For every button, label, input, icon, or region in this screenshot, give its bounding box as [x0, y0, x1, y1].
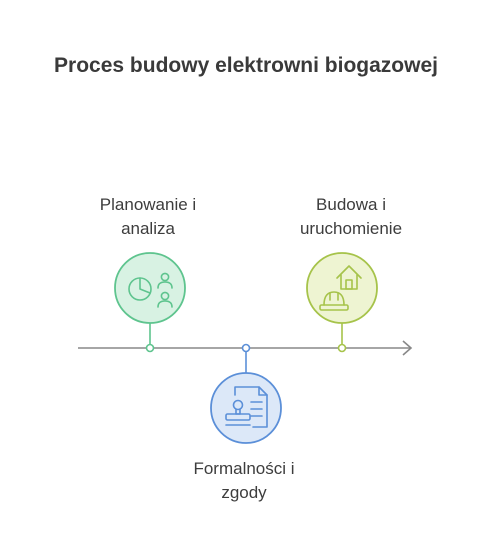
step-planning: [114, 252, 186, 353]
step-formalities: [210, 343, 282, 444]
step-construction-label-line1: Budowa i: [316, 195, 386, 214]
step-formalities-circle: [210, 372, 282, 444]
step-construction-node: [337, 343, 347, 353]
step-construction-label-line2: uruchomienie: [299, 219, 403, 238]
step-formalities-label-line1: Formalności i: [193, 459, 295, 478]
timeline-arrowhead: [402, 340, 413, 356]
step-formalities-label-line2: zgody: [221, 483, 267, 502]
chart-people-icon: [128, 272, 173, 308]
step-planning-label: Planowanie i analiza: [58, 193, 238, 241]
step-formalities-label: Formalności i zgody: [154, 457, 334, 505]
stamp-document-icon: [225, 386, 268, 428]
step-planning-label-line2: analiza: [121, 219, 175, 238]
step-planning-node: [145, 343, 155, 353]
diagram-title: Proces budowy elektrowni biogazowej: [54, 54, 438, 77]
step-planning-label-line1: Planowanie i: [99, 195, 197, 214]
house-helmet-icon: [319, 265, 362, 311]
step-formalities-node: [241, 343, 251, 353]
step-construction-circle: [306, 252, 378, 324]
step-construction-label: Budowa i uruchomienie: [261, 193, 441, 241]
step-construction: [306, 252, 378, 353]
step-planning-circle: [114, 252, 186, 324]
